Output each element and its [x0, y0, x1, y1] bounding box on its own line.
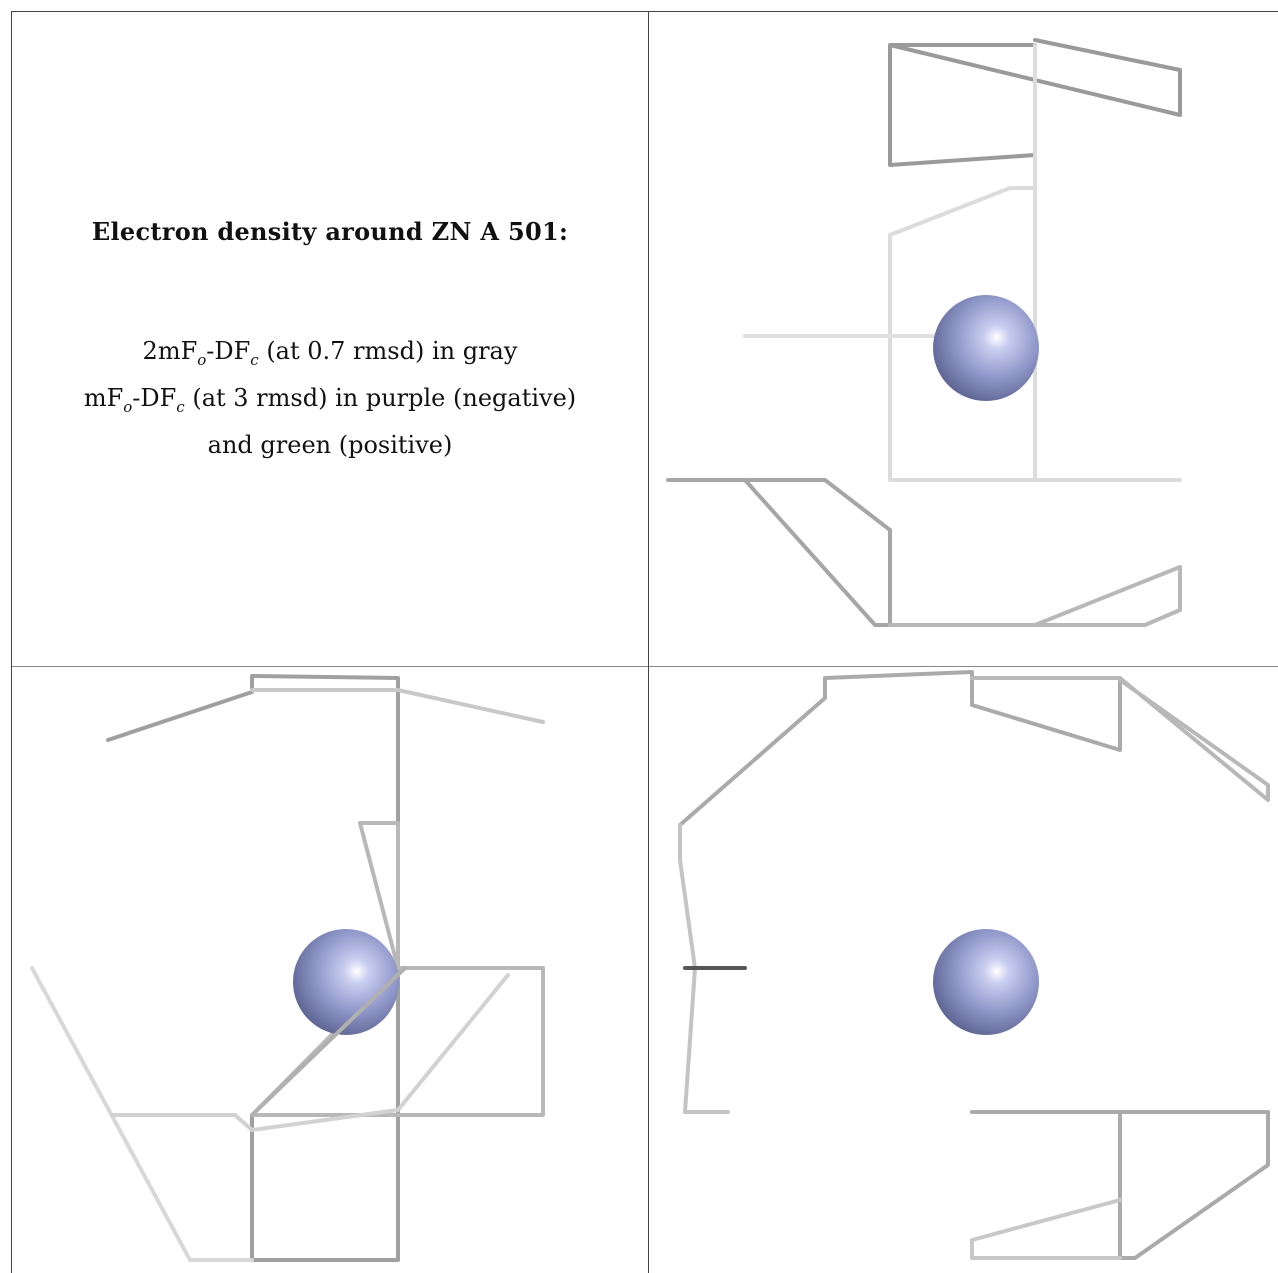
density-mesh — [970, 1198, 1122, 1260]
legend-panel: Electron density around ZN A 501: 2mFo-D… — [12, 12, 648, 666]
density-mesh — [678, 670, 1122, 827]
density-mesh — [970, 1110, 1270, 1260]
zinc-atom — [933, 929, 1039, 1035]
density-mesh — [30, 966, 254, 1262]
density-mesh — [888, 43, 1037, 482]
density-mesh — [888, 565, 1182, 627]
border-middle — [11, 666, 1278, 667]
density-mesh — [110, 973, 510, 1132]
view-bottom-right — [678, 670, 1270, 1260]
border-center — [648, 11, 649, 1273]
border-top — [11, 11, 1278, 12]
view-top-right — [666, 38, 1182, 627]
density-mesh — [970, 676, 1270, 802]
zinc-atom — [293, 929, 399, 1035]
legend-line-colors: and green (positive) — [207, 430, 453, 459]
figure-title: Electron density around ZN A 501: — [91, 217, 569, 246]
legend-text: 2mFo-DFc (at 0.7 rmsd) in gray mFo-DFc (… — [12, 332, 648, 464]
density-mesh — [666, 478, 892, 627]
zinc-atom — [933, 295, 1039, 401]
density-mesh — [250, 688, 545, 724]
density-mesh — [250, 966, 407, 1117]
legend-line-fo-fc: mFo-DFc (at 3 rmsd) in purple (negative) — [83, 383, 577, 416]
border-left — [11, 11, 12, 1273]
view-bottom-left — [30, 674, 545, 1262]
legend-line-2fo-fc: 2mFo-DFc (at 0.7 rmsd) in gray — [142, 337, 518, 369]
